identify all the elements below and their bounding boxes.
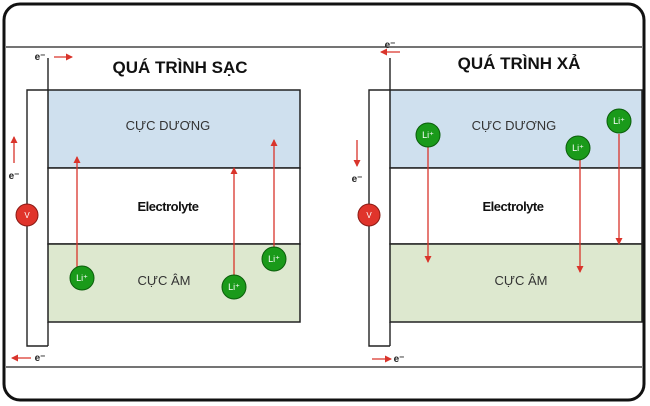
discharging-electron-side: e⁻	[352, 174, 363, 185]
charging-electron-bottom: e⁻	[35, 353, 46, 364]
charging-electrolyte-label: Electrolyte	[138, 199, 199, 214]
discharging-li-ion: Li⁺	[415, 122, 441, 148]
discharging-positive-electrode	[389, 89, 643, 169]
svg-text:V: V	[24, 211, 30, 220]
discharging-negative-electrode	[389, 243, 643, 323]
discharging-li-ion: Li⁺	[565, 135, 591, 161]
discharging-voltmeter: V	[357, 203, 381, 227]
discharging-positive-label: CỰC DƯƠNG	[472, 118, 557, 133]
discharging-electrolyte	[389, 167, 643, 245]
charging-li-ion: Li⁺	[261, 246, 287, 272]
svg-text:Li⁺: Li⁺	[76, 273, 88, 283]
charging-panel: QUÁ TRÌNH SẠC CỰC DƯƠNG Electrolyte CỰC …	[9, 52, 301, 364]
svg-text:Li⁺: Li⁺	[572, 143, 584, 153]
charging-electron-side: e⁻	[9, 171, 20, 182]
discharging-li-ion: Li⁺	[606, 108, 632, 134]
charging-positive-electrode	[47, 89, 301, 169]
svg-text:Li⁺: Li⁺	[422, 130, 434, 140]
charging-electron-top: e⁻	[35, 52, 46, 63]
svg-text:Li⁺: Li⁺	[268, 254, 280, 264]
charging-negative-electrode	[47, 243, 301, 323]
discharging-panel: QUÁ TRÌNH XẢ CỰC DƯƠNG Electrolyte CỰC Â…	[352, 40, 643, 365]
svg-text:Li⁺: Li⁺	[228, 282, 240, 292]
charging-voltmeter: V	[15, 203, 39, 227]
charging-positive-label: CỰC DƯƠNG	[126, 118, 211, 133]
charging-title: QUÁ TRÌNH SẠC	[112, 58, 247, 77]
charging-li-ion: Li⁺	[69, 265, 95, 291]
discharging-title: QUÁ TRÌNH XẢ	[458, 54, 581, 73]
discharging-electron-top: e⁻	[385, 40, 396, 51]
svg-text:V: V	[366, 211, 372, 220]
charging-negative-label: CỰC ÂM	[138, 273, 191, 288]
svg-text:Li⁺: Li⁺	[613, 116, 625, 126]
charging-li-ion: Li⁺	[221, 274, 247, 300]
discharging-negative-label: CỰC ÂM	[495, 273, 548, 288]
discharging-electrolyte-label: Electrolyte	[483, 199, 544, 214]
discharging-electron-bottom: e⁻	[394, 354, 405, 365]
charging-electrolyte	[47, 167, 301, 245]
